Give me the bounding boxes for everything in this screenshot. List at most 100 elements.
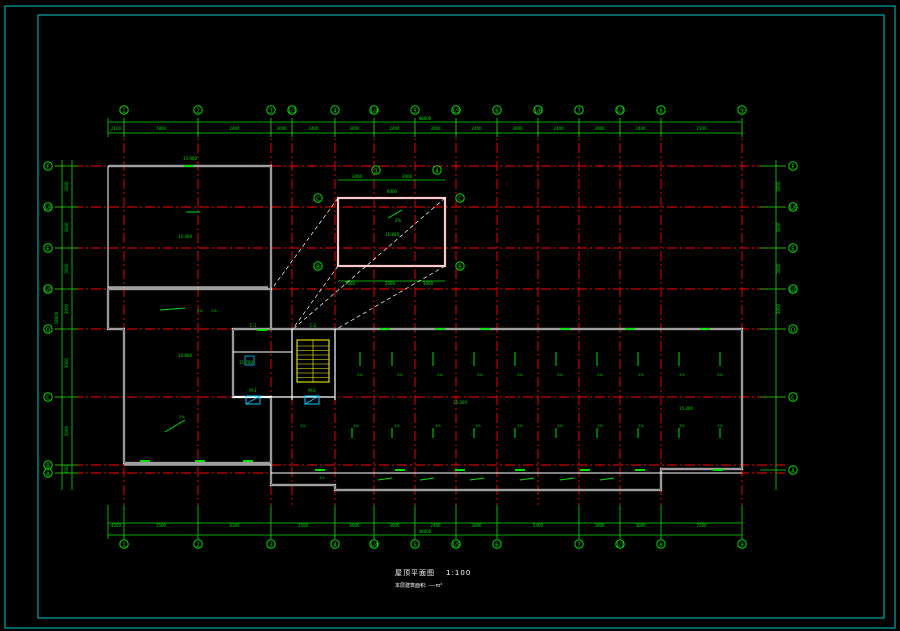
dim-text-upper: 3000 bbox=[352, 174, 363, 179]
area-note: 本层建筑面积: ----m² bbox=[395, 583, 443, 589]
axis-bubble-bottom-label: 2 bbox=[196, 542, 200, 548]
slope-label: 2% bbox=[679, 373, 685, 377]
room-label: C-1 bbox=[250, 323, 257, 328]
dim-text-bottom: 1500 bbox=[298, 523, 309, 528]
axis-bubble-top bbox=[330, 105, 340, 115]
upper-roof-block-core bbox=[339, 199, 444, 265]
axis-bubble-top bbox=[574, 105, 584, 115]
axis-bubble-top-label: 1/7 bbox=[616, 108, 625, 114]
projection-line bbox=[291, 265, 339, 331]
dim-text-left: 3000 bbox=[64, 303, 69, 314]
dim-text-upper: 3000 bbox=[402, 174, 413, 179]
slope-label: 2% bbox=[597, 373, 603, 377]
axis-bubble-bottom-label: 6 bbox=[495, 542, 499, 548]
slope-arrow bbox=[387, 209, 403, 219]
outer-frame bbox=[4, 5, 896, 629]
axis-bubble-upper-side bbox=[313, 193, 323, 203]
slope-label: 2% bbox=[319, 476, 325, 480]
slope-label: 2% bbox=[397, 373, 403, 377]
door-label: M-1 bbox=[249, 388, 257, 393]
axis-bubble-right bbox=[788, 161, 798, 171]
dim-text-bottom: 6000 bbox=[349, 523, 360, 528]
room-label: C-2 bbox=[310, 323, 317, 328]
dim-text-top: 3000 bbox=[430, 126, 441, 131]
axis-bubble-left-label: C bbox=[46, 395, 50, 401]
axis-bubble-top bbox=[492, 105, 502, 115]
axis-bubble-right bbox=[788, 465, 798, 475]
dim-text-bottom: 7200 bbox=[696, 523, 707, 528]
dim-text-top: 3000 bbox=[512, 126, 523, 131]
elevation-label: 16.800 bbox=[385, 232, 399, 237]
wall-layer bbox=[106, 164, 744, 492]
axis-bubble-bottom-label: 3 bbox=[269, 542, 273, 548]
axis-bubble-top bbox=[451, 105, 461, 115]
axis-bubble-top-label: 3 bbox=[269, 108, 273, 114]
axis-bubble-left-label: 1/E bbox=[44, 205, 53, 211]
dim-text-right: 3000 bbox=[776, 263, 781, 274]
slope-label: 2% bbox=[517, 373, 523, 377]
dim-text-left: 3000 bbox=[64, 357, 69, 368]
axis-bubble-bottom-label: 5 bbox=[413, 542, 417, 548]
roof-block-west-upper-core bbox=[108, 165, 272, 289]
axis-bubble-bottom bbox=[656, 539, 666, 549]
projection-line bbox=[291, 197, 446, 331]
axis-bubble-bottom-label: 1/7 bbox=[616, 542, 625, 548]
dim-text-bottom: 6300 bbox=[229, 523, 240, 528]
elevation-label: 15.900 bbox=[183, 156, 197, 161]
axis-bubble-top bbox=[193, 105, 203, 115]
axis-bubble-bottom-label: 9 bbox=[740, 542, 744, 548]
dim-text-left: 3000 bbox=[64, 425, 69, 436]
slope-arrow bbox=[159, 307, 186, 311]
axis-bubble-right-label: E bbox=[791, 246, 795, 252]
dim-text-top: 2100 bbox=[111, 126, 122, 131]
axis-bubble-bottom-label: 1 bbox=[122, 542, 126, 548]
upper-roof-block bbox=[336, 196, 447, 268]
axis-bubble-left bbox=[43, 202, 53, 212]
axis-bubble-top bbox=[266, 105, 276, 115]
inner-frame bbox=[37, 14, 885, 619]
axis-bubble-upper-side-label: B bbox=[458, 264, 462, 270]
axis-bubble-left-label: F bbox=[46, 164, 49, 170]
axis-bubble-top-label: 5 bbox=[413, 108, 417, 114]
slope-label: 2% bbox=[211, 309, 217, 313]
axis-bubble-bottom bbox=[574, 539, 584, 549]
axis-bubble-bottom bbox=[330, 539, 340, 549]
dim-text-bottom: 2400 bbox=[430, 523, 441, 528]
axis-bubble-left-label: A bbox=[46, 471, 50, 477]
title-block: 屋顶平面图 1:100 本层建筑面积: ----m² bbox=[395, 560, 471, 589]
axis-bubble-bottom-label: 1/4 bbox=[370, 542, 379, 548]
axis-bubble-left-label: 1/D bbox=[43, 287, 53, 293]
axis-bubble-left bbox=[43, 324, 53, 334]
axis-bubble-right-label: 1/E bbox=[789, 205, 798, 211]
dim-text-upper-bottom: 3000 bbox=[423, 281, 434, 286]
dim-text-bottom: 2400 bbox=[533, 523, 544, 528]
slope-label: 2% bbox=[437, 373, 443, 377]
slope-label: 2% bbox=[353, 424, 359, 428]
axis-bubble-bottom-label: 1/5 bbox=[452, 542, 461, 548]
axis-bubble-top bbox=[410, 105, 420, 115]
dim-text-left: 600 bbox=[64, 465, 69, 473]
axis-bubble-upper-side-label: C bbox=[458, 196, 462, 202]
dim-text-top: 2400 bbox=[229, 126, 240, 131]
slope-arrow bbox=[419, 477, 435, 481]
axis-bubble-top-label: 1/6 bbox=[534, 108, 543, 114]
axis-bubble-right bbox=[788, 202, 798, 212]
axis-bubble-bottom bbox=[492, 539, 502, 549]
slope-label: 2% bbox=[435, 424, 441, 428]
axis-bubble-top bbox=[656, 105, 666, 115]
axis-bubble-top-label: 2 bbox=[196, 108, 200, 114]
slope-label: 2% bbox=[717, 373, 723, 377]
axis-bubble-right-label: F bbox=[791, 164, 794, 170]
door-swing bbox=[245, 395, 261, 405]
slope-label: 2% bbox=[557, 373, 563, 377]
dim-text-top: 2400 bbox=[635, 126, 646, 131]
axis-bubble-left bbox=[43, 243, 53, 253]
dim-text-left: 3000 bbox=[64, 263, 69, 274]
slope-label: 2% bbox=[197, 309, 203, 313]
slope-label: 2% bbox=[477, 373, 483, 377]
slope-label: 2% bbox=[357, 373, 363, 377]
dim-text-top: 2400 bbox=[471, 126, 482, 131]
axis-bubble-left bbox=[43, 468, 53, 478]
dim-text-top: 2400 bbox=[553, 126, 564, 131]
